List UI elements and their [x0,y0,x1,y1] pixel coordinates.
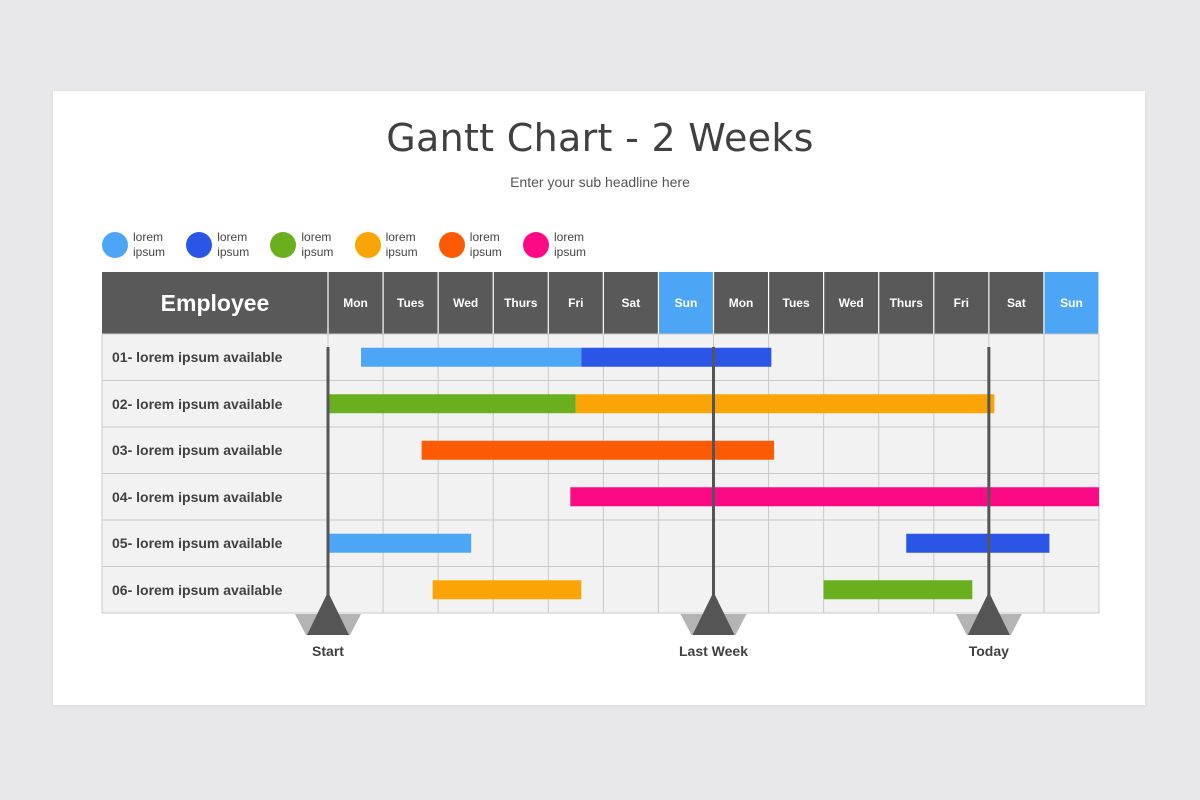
task-bar [328,394,576,414]
task-bar [581,347,772,367]
day-label: Tues [782,296,810,310]
day-header-cell [823,272,879,334]
marker-triangle [692,592,735,635]
employee-header-cell [102,272,328,334]
day-header-cell [933,272,989,334]
day-header-cell [548,272,604,334]
legend-swatch [354,232,381,258]
task-bar [906,533,1050,553]
legend-label-line2: ipsum [133,245,166,259]
legend-swatch [270,232,297,258]
day-label: Thurs [504,296,538,310]
day-label: Wed [838,296,864,310]
marker-triangle [307,592,349,635]
day-header-cell [603,272,659,334]
marker-label: Start [312,643,344,659]
day-header-cell [438,272,494,334]
day-label: Sun [674,296,698,310]
day-label: Mon [728,296,754,310]
legend-label-line2: ipsum [301,245,334,259]
day-label: Mon [343,296,368,310]
employee-header: Employee [160,290,270,316]
task-bar [823,580,973,600]
legend-label-line1: lorem [385,230,416,244]
day-header-cell [383,272,439,334]
row-label: 02- lorem ipsum available [112,395,283,412]
task-bar [328,533,472,553]
legend-label-line1: lorem [469,230,500,244]
day-header-cell [988,272,1044,334]
legend-label-line2: ipsum [554,245,587,259]
day-header-cell [713,272,769,334]
task-bar [432,580,582,600]
day-label: Wed [453,296,479,310]
day-header-cell [658,272,714,334]
legend-swatch [438,232,465,258]
task-bar [575,394,995,414]
page-title: Gantt Chart - 2 Weeks [386,116,814,160]
marker-label: Today [968,643,1009,659]
day-header-cell [768,272,824,334]
day-label: Fri [953,296,969,310]
legend-label-line1: lorem [217,230,248,244]
day-label: Thurs [889,296,923,310]
task-bar [421,440,775,460]
legend-label-line2: ipsum [469,245,502,259]
row-label: 01- lorem ipsum available [112,349,283,365]
day-header-cell [1043,272,1099,334]
legend-swatch [523,232,549,258]
task-bar [570,487,1099,507]
row-label: 04- lorem ipsum available [112,488,283,505]
legend-label-line2: ipsum [385,245,418,259]
day-label: Tues [397,296,425,310]
day-header-cell [328,272,384,334]
legend-swatch [186,232,213,258]
page-subtitle: Enter your sub headline here [510,174,690,190]
day-header-cell [878,272,934,334]
row-label: 06- lorem ipsum available [112,581,283,598]
marker-triangle [967,592,1010,635]
task-bar [361,347,582,367]
row-label: 03- lorem ipsum available [112,442,283,458]
legend-swatch [102,232,128,258]
day-label: Sun [1060,296,1083,310]
legend-label-line1: lorem [133,230,164,244]
legend-label-line2: ipsum [217,245,250,259]
row-label: 05- lorem ipsum available [112,535,283,551]
day-label: Sat [621,296,641,310]
legend-label-line1: lorem [554,230,585,244]
legend-label-line1: lorem [301,230,332,244]
day-label: Sat [1007,296,1026,310]
day-label: Fri [568,296,584,310]
marker-label: Last Week [679,643,748,659]
day-header-cell [493,272,549,334]
